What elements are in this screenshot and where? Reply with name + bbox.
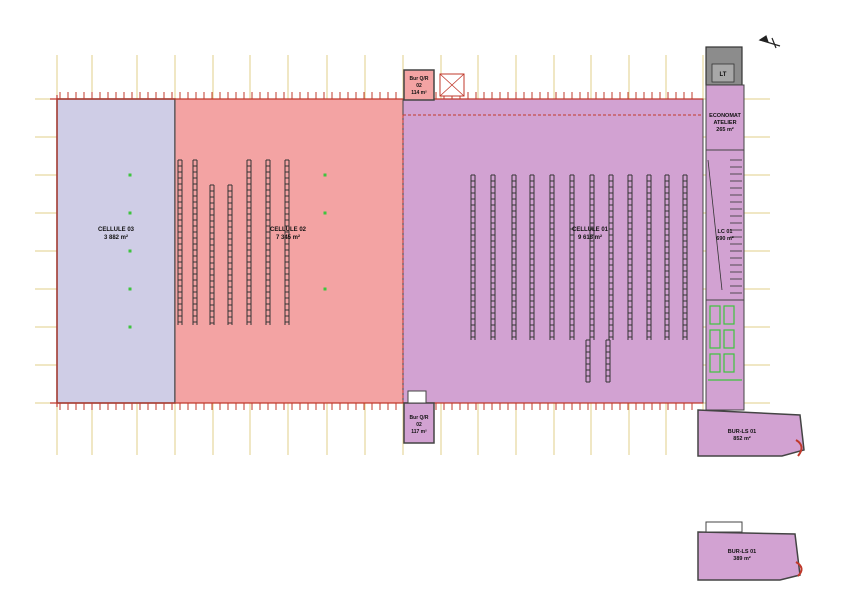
column-marker xyxy=(128,249,132,253)
bur-ls-01-upper-curve xyxy=(795,561,803,577)
economat-line2: ATELIER xyxy=(713,120,736,126)
bur-qr-bottom-area: 117 m² xyxy=(411,429,427,435)
cellule-01-area: 9 618 m² xyxy=(578,234,602,241)
technical-room[interactable] xyxy=(705,299,745,411)
column-marker xyxy=(128,287,132,291)
bur-qr-bottom-line1: Bur Q/R xyxy=(410,415,429,421)
bur-ls-upper-area: 389 m² xyxy=(733,555,751,562)
stair-top-diag2 xyxy=(439,73,465,97)
equipment-block xyxy=(723,353,735,373)
lc-ramp xyxy=(707,159,723,291)
column-marker xyxy=(323,211,327,215)
technical-equipment xyxy=(708,305,742,381)
column-marker xyxy=(128,325,132,329)
cellule-02-name: CELLULE 02 xyxy=(270,227,307,233)
storage-racks xyxy=(177,159,688,383)
bur-ls-01-upper-room[interactable] xyxy=(697,531,801,581)
bur-qr-top-room[interactable] xyxy=(403,69,435,101)
bur-qr-top-line1: Bur Q/R xyxy=(410,76,429,82)
bur-ls-01-ground-curve xyxy=(795,439,803,457)
economat-room[interactable] xyxy=(705,84,745,151)
cellule-03-area: 3 882 m² xyxy=(104,234,128,241)
lc01-room[interactable] xyxy=(705,149,745,301)
equipment-block xyxy=(723,329,735,349)
column-marker xyxy=(128,173,132,177)
column-marker xyxy=(323,173,327,177)
equipment-block xyxy=(723,305,735,325)
bur-ls-ground-name: BUR-LS 01 xyxy=(728,429,756,435)
cellule-02-area: 7 345 m² xyxy=(276,234,300,241)
lc01-name: LC 01 xyxy=(718,229,733,235)
equipment-block xyxy=(709,329,721,349)
stair-bottom xyxy=(407,390,427,404)
economat-area: 265 m² xyxy=(716,126,734,133)
column-marker xyxy=(323,287,327,291)
bur-qr-bottom-line2: 02 xyxy=(416,422,422,428)
lc01-area: 690 m² xyxy=(716,235,734,242)
lc01-steps xyxy=(707,159,742,294)
bur-ls-ground-area: 852 m² xyxy=(733,435,751,442)
bur-ls-01-upper-notch xyxy=(705,521,743,533)
cellule-03-zone[interactable] xyxy=(56,98,176,404)
lt-inner xyxy=(711,63,735,83)
cellule-01-name: CELLULE 01 xyxy=(572,227,609,233)
bur-qr-top-line2: 02 xyxy=(416,83,422,89)
equipment-block xyxy=(709,353,721,373)
bur-ls-01-ground-room[interactable] xyxy=(697,409,805,457)
column-marker xyxy=(128,211,132,215)
equipment-block xyxy=(709,305,721,325)
column-markers xyxy=(128,173,327,329)
cellule-03-name: CELLULE 03 xyxy=(98,227,135,233)
bur-qr-top-area: 114 m² xyxy=(411,90,427,96)
cellule-01-zone[interactable] xyxy=(402,98,704,404)
economat-line1: ECONOMAT xyxy=(709,113,741,119)
bur-ls-upper-name: BUR-LS 01 xyxy=(728,549,756,555)
lt-label: LT xyxy=(720,72,727,78)
facade-walls xyxy=(50,95,703,407)
north-arrow-icon xyxy=(758,35,781,49)
